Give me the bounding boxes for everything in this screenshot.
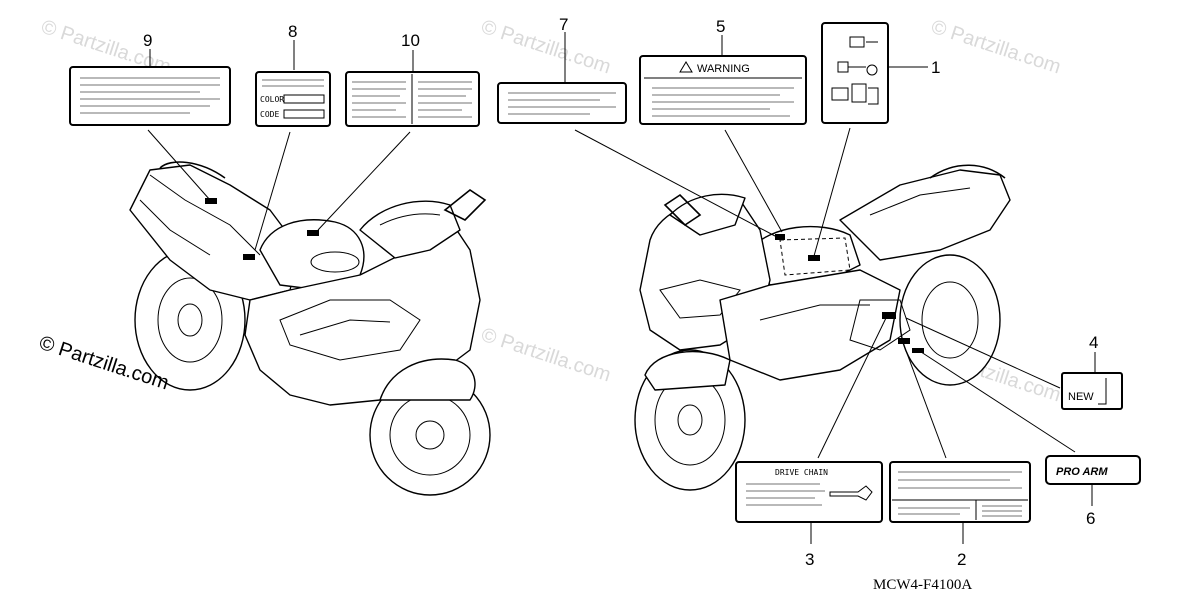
label-7: 7 [497,15,776,237]
callout-1: 1 [931,58,940,77]
callout-2: 2 [957,550,966,569]
label-5: WARNING 5 [639,17,807,233]
warning-text: WARNING [697,63,750,75]
label-6: PRO ARM 6 [917,349,1141,528]
label-10: 10 [317,31,480,231]
warning-triangle-icon [679,61,693,73]
label-3: DRIVE CHAIN 3 [735,317,887,569]
motorcycle-right [634,164,1011,491]
color-text: COLOR [260,95,284,104]
code-text: CODE [260,110,279,119]
new-text: NEW [1068,391,1094,403]
label-2: 2 [889,339,1031,569]
callout-4: 4 [1089,333,1098,352]
callout-5: 5 [716,17,725,36]
label-9: 9 [69,31,231,201]
watermark-faint-3: © Partzilla.com [928,16,1063,79]
label-8: COLOR CODE 8 [254,22,331,251]
motorcycle-left [129,161,491,496]
callout-10: 10 [401,31,420,50]
diagram-code: MCW4-F4100A [873,577,972,593]
label-4: NEW 4 [905,317,1123,410]
label-1: 1 [813,22,940,257]
watermark-faint-4: © Partzilla.com [478,324,613,387]
callout-7: 7 [559,15,568,34]
pro-arm-text: PRO ARM [1056,466,1108,478]
callout-8: 8 [288,22,297,41]
watermark-faint-2: © Partzilla.com [478,16,613,79]
drive-chain-text: DRIVE CHAIN [775,468,828,477]
callout-9: 9 [143,31,152,50]
callout-6: 6 [1086,509,1095,528]
callout-3: 3 [805,550,814,569]
